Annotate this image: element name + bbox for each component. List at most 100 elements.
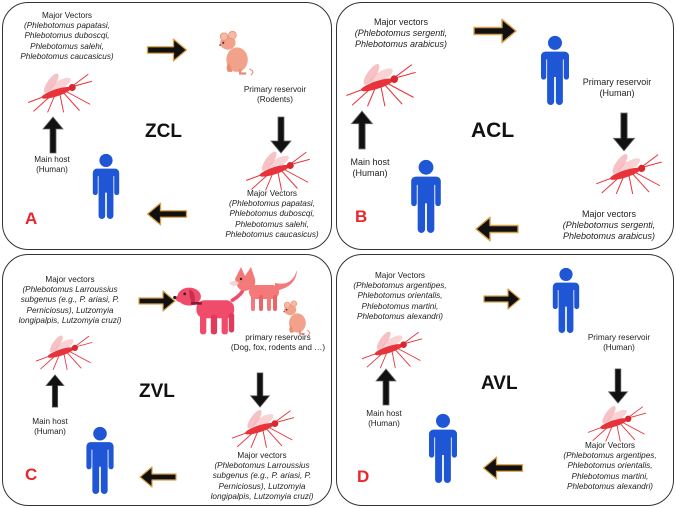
reservoir-sub: (Human) [599, 88, 635, 98]
bottom-vectors-line: (Phlebotomus Larroussius [214, 461, 310, 471]
rodent-icon [211, 25, 257, 79]
mosquito-icon [33, 331, 95, 371]
reservoir-sub: (Dog, fox, rodents and …) [230, 343, 326, 353]
host-heading: Main host [350, 157, 390, 167]
bottom-vectors-line: Phlebotomus martini, [571, 471, 649, 481]
arrow-down-icon [609, 111, 639, 153]
panel-title: AVL [481, 373, 518, 394]
mosquito-icon [243, 147, 313, 191]
host-label: Main host (Human) [355, 409, 413, 429]
reservoir-label: Primary reservoir (Human) [565, 77, 669, 99]
panel-title: ZCL [145, 121, 182, 142]
reservoir-label: primary reservoirs (Dog, fox, rodents an… [223, 333, 331, 353]
bottom-vectors-line: Phlebotomus alexandri) [566, 481, 654, 491]
bottom-vectors: Major vectors (Phlebotomus Larroussius s… [193, 451, 331, 502]
human-icon [83, 425, 117, 495]
reservoir-sub: (Human) [603, 343, 635, 353]
bottom-vectors-line: Phlebotomus duboscqi, [229, 209, 315, 219]
top-vectors-line: Phlebotomus salehi, [30, 41, 104, 51]
host-heading: Main host [366, 409, 402, 418]
panel-zcl: Major Vectors (Phlebotomus papatasi, Phl… [2, 2, 332, 250]
bottom-vectors: Major Vectors (Phlebotomus argentipes, P… [549, 441, 671, 492]
bottom-vectors-heading: Major Vectors [246, 189, 298, 198]
host-label: Main host (Human) [17, 155, 87, 175]
bottom-vectors-line: (Phlebotomus sergenti, [562, 220, 656, 230]
top-vectors-line: longipalpis, Lutzomyia cruzi) [18, 315, 122, 325]
bottom-vectors: Major vectors (Phlebotomus sergenti, Phl… [545, 209, 673, 242]
host-sub: (Human) [368, 419, 400, 429]
top-vectors-line: Phlebotomus duboscqi, [24, 31, 110, 41]
arrow-up-icon [43, 373, 67, 409]
mosquito-icon [593, 149, 665, 195]
top-vectors-line: (Phlebotomus papatasi, [23, 21, 111, 31]
top-vectors: Major vectors (Phlebotomus sergenti, Phl… [339, 17, 463, 50]
bottom-vectors-line: Phlebotomus caucasicus) [225, 229, 319, 239]
mosquito-icon [585, 401, 649, 443]
bottom-vectors-line: Phlebotomus salehi, [235, 219, 309, 229]
bottom-vectors-line: Phlebotomus arabicus) [562, 231, 656, 241]
reservoir-label: Primary reservoir (Human) [569, 333, 669, 353]
bottom-vectors-line: (Phlebotomus papatasi, [228, 199, 316, 209]
panel-title: ZVL [139, 381, 175, 402]
human-icon [549, 267, 583, 333]
bottom-vectors-heading: Major vectors [237, 451, 287, 460]
bottom-vectors-line: Perniciosus), Lutzomyia [218, 481, 306, 491]
host-heading: Main host [32, 417, 68, 426]
arrow-right-icon [471, 17, 519, 45]
top-vectors-heading: Major Vectors [374, 271, 426, 280]
top-vectors-line: Perniciosus), Lutzomyia [26, 305, 114, 315]
panel-letter: D [357, 467, 370, 486]
bottom-vectors-line: subgenus (e.g., P. ariasi, P. [212, 471, 312, 481]
mosquito-icon [359, 327, 425, 369]
top-vectors: Major Vectors (Phlebotomus papatasi, Phl… [5, 11, 129, 62]
arrow-down-icon [605, 367, 631, 405]
top-vectors-line: (Phlebotomus argentipes, [353, 281, 447, 291]
top-vectors-line: Phlebotomus alexandri) [356, 311, 444, 321]
arrow-right-icon [481, 287, 523, 311]
reservoir-heading: Primary reservoir [243, 85, 307, 94]
arrow-up-icon [349, 109, 375, 151]
host-sub: (Human) [36, 165, 68, 175]
arrow-left-icon [145, 201, 189, 227]
arrow-up-icon [373, 367, 399, 407]
panel-letter: C [25, 465, 38, 484]
host-label: Main host (Human) [341, 157, 399, 179]
panel-letter: B [355, 207, 368, 226]
mosquito-icon [229, 405, 297, 449]
panel-letter: A [25, 209, 38, 228]
arrow-left-icon [137, 465, 179, 489]
host-sub: (Human) [352, 168, 388, 178]
top-vectors-line: (Phlebotomus Larroussius [22, 285, 118, 295]
top-vectors: Major Vectors (Phlebotomus argentipes, P… [339, 271, 461, 322]
bottom-vectors-heading: Major Vectors [584, 441, 636, 450]
reservoir-heading: Primary reservoir [582, 77, 652, 87]
top-vectors-line: (Phlebotomus sergenti, [354, 28, 448, 38]
host-label: Main host (Human) [17, 417, 83, 437]
bottom-vectors-line: (Phlebotomus argentipes, [563, 451, 657, 461]
human-icon [89, 153, 123, 219]
reservoir-heading: Primary reservoir [587, 333, 651, 342]
arrow-right-icon [145, 37, 189, 63]
bottom-vectors-line: longipalpis, Lutzomyia cruzi) [210, 491, 314, 501]
host-heading: Main host [34, 155, 70, 164]
arrow-up-icon [41, 115, 65, 155]
reservoir-heading: primary reservoirs [245, 333, 311, 342]
arrow-right-icon [137, 289, 177, 313]
panel-zvl: Major vectors (Phlebotomus Larroussius s… [2, 254, 332, 506]
panel-avl: Major Vectors (Phlebotomus argentipes, P… [336, 254, 674, 506]
bottom-vectors-heading: Major vectors [581, 209, 636, 219]
arrow-left-icon [473, 215, 521, 243]
top-vectors-heading: Major Vectors [41, 11, 93, 20]
arrow-left-icon [481, 455, 525, 481]
reservoir-sub: (Rodents) [257, 95, 293, 105]
host-sub: (Human) [34, 427, 66, 437]
top-vectors: Major vectors (Phlebotomus Larroussius s… [5, 275, 135, 326]
top-vectors-line: Phlebotomus caucasicus) [20, 51, 114, 61]
top-vectors-line: Phlebotomus orientalis, [357, 291, 443, 301]
panel-title: ACL [471, 119, 515, 142]
top-vectors-heading: Major vectors [45, 275, 95, 284]
mosquito-icon [343, 59, 419, 107]
arrow-down-icon [247, 371, 273, 409]
human-icon [407, 159, 445, 233]
top-vectors-line: subgenus (e.g., P. ariasi, P. [20, 295, 120, 305]
